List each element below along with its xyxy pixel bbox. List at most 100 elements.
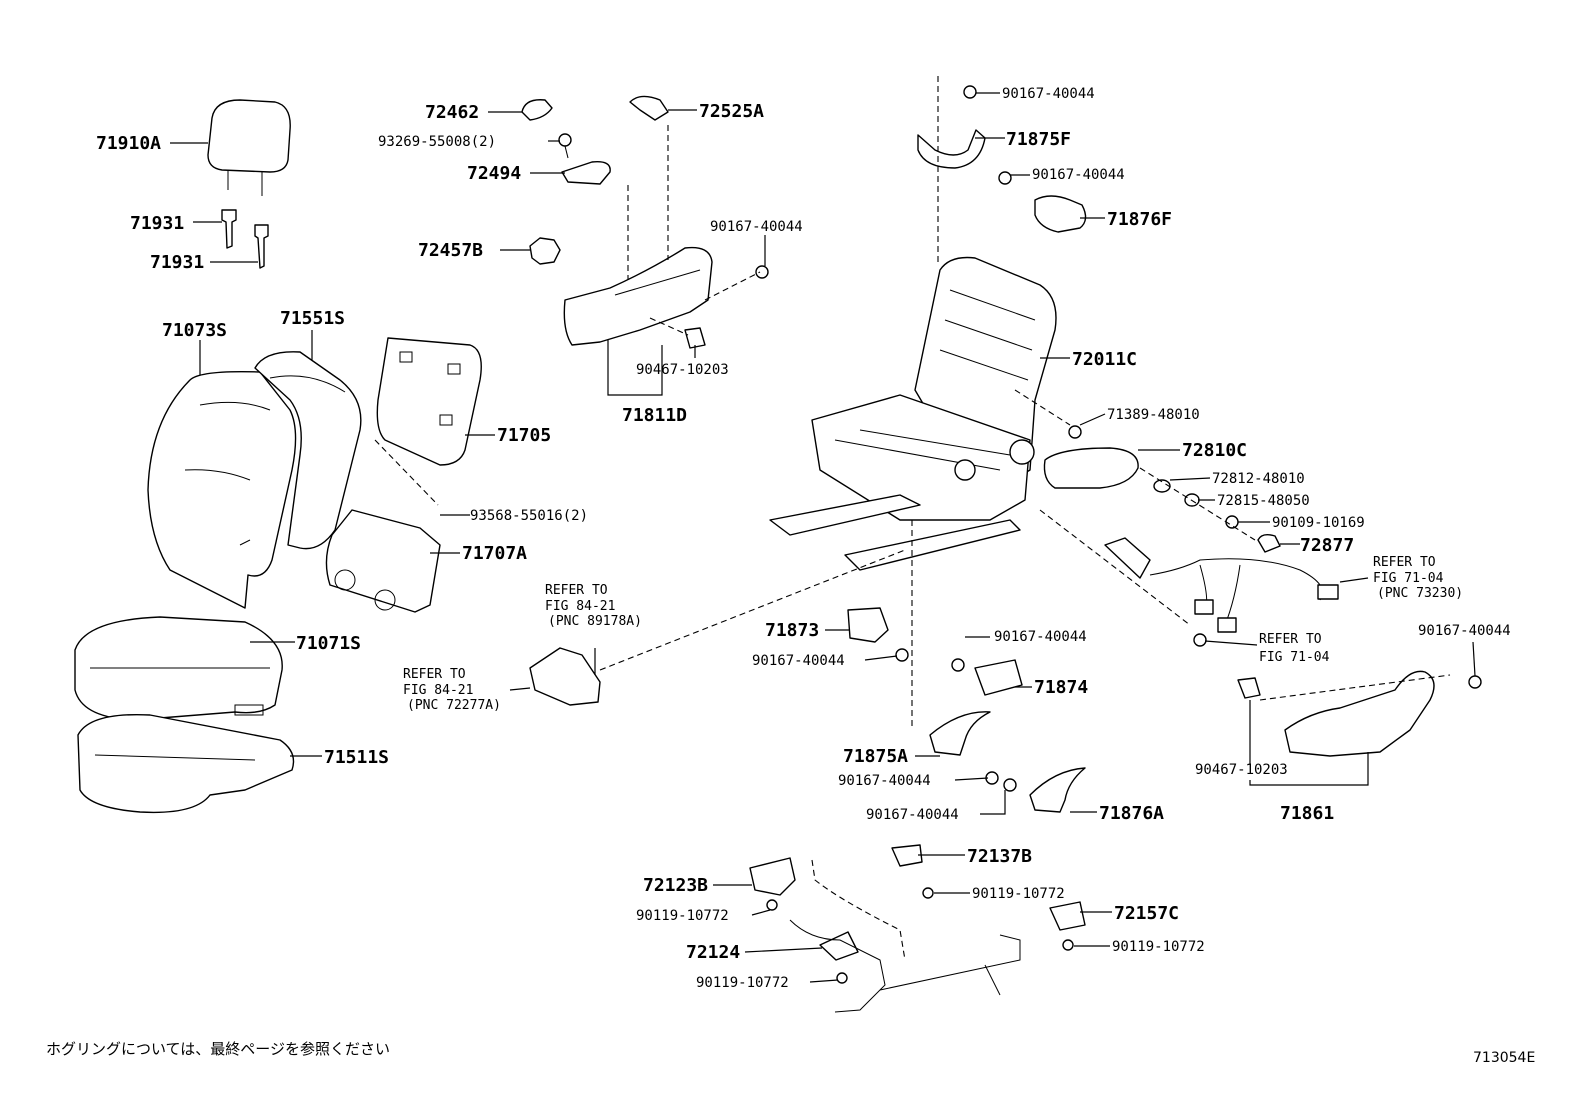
part-label: 90167-40044 [1032, 167, 1125, 183]
part-label: 72494 [467, 163, 521, 184]
cap-72877-part [1257, 533, 1281, 553]
part-label: 71073S [162, 320, 227, 341]
part-label: 90119-10772 [972, 886, 1065, 902]
cover-72462-part [521, 99, 553, 121]
part-label: 71876F [1107, 209, 1172, 230]
knob-72525A-part [629, 95, 669, 121]
part-label: 71910A [96, 133, 161, 154]
part-label: 71705 [497, 425, 551, 446]
headrest-support-part [221, 209, 269, 269]
guide-lines [374, 76, 1451, 730]
refer-line: (PNC 89178A) [548, 614, 642, 629]
part-label: 72877 [1300, 535, 1354, 556]
part-label: 72815-48050 [1217, 493, 1310, 509]
cover-71873-part [847, 607, 889, 643]
bolt-71389-part [1068, 425, 1082, 439]
part-label: 72137B [967, 846, 1032, 867]
leader-lines [170, 92, 1476, 983]
part-label: 72124 [686, 942, 740, 963]
headrest-part [207, 99, 291, 196]
part-label: 93269-55008(2) [378, 134, 496, 150]
refer-line: (PNC 72277A) [407, 698, 501, 713]
rail-cover-72124-part [819, 931, 859, 961]
part-label: 71931 [150, 252, 204, 273]
refer-note-71-04: REFER TO FIG 71-04 [1259, 632, 1330, 665]
part-label: 90467-10203 [1195, 762, 1288, 778]
lever-72494-part [561, 161, 611, 185]
bracket-71876A-part [1029, 767, 1086, 813]
part-label: 90109-10169 [1272, 515, 1365, 531]
part-label: 72812-48010 [1212, 471, 1305, 487]
bracket-71874-part [974, 659, 1023, 696]
part-label: 90167-40044 [1418, 623, 1511, 639]
seatback-lower-board-part [325, 509, 441, 613]
part-label: 72011C [1072, 349, 1137, 370]
part-label: 71511S [324, 747, 389, 768]
part-label: 90167-40044 [838, 773, 931, 789]
hog-ring-footnote: ホグリングについては、最終ページを参照ください [46, 1040, 390, 1058]
cover-71876F-part [1034, 195, 1087, 233]
seatback-board-part [376, 337, 482, 466]
bracket-71875A-part [929, 711, 991, 756]
part-label: 71876A [1099, 803, 1164, 824]
seat-cushion-cover-part [74, 616, 283, 721]
refer-line: REFER TO [1259, 632, 1322, 647]
bolt-90167-side-part [895, 648, 1017, 792]
part-label: 90167-40044 [866, 807, 959, 823]
part-label: 72462 [425, 102, 479, 123]
seatback-pad-part [254, 351, 362, 550]
bolt-90109-part [1225, 515, 1239, 529]
refer-note-89178A: REFER TO FIG 84-21 (PNC 89178A) [545, 583, 642, 629]
part-label: 71931 [130, 213, 184, 234]
part-label: 72525A [699, 101, 764, 122]
part-label: 93568-55016(2) [470, 508, 588, 524]
seatback-cover-part [147, 371, 297, 609]
part-number-labels: 71910A 71931 71931 72462 93269-55008(2) … [96, 86, 1511, 991]
part-label: 90167-40044 [752, 653, 845, 669]
part-label: 71875F [1006, 129, 1071, 150]
part-label: 71811D [622, 405, 687, 426]
cover-71875F-part [917, 129, 986, 169]
connector-89178A-part [529, 647, 601, 706]
side-shield-71811D-part [563, 246, 713, 346]
part-label: 72157C [1114, 903, 1179, 924]
bolt-90167-right-part [1468, 675, 1482, 689]
seat-cushion-pad-part [77, 713, 295, 814]
part-label: 71875A [843, 746, 908, 767]
part-label: 71873 [765, 620, 819, 641]
rail-cover-72123B-part [749, 857, 796, 896]
nut-72457B-part [529, 237, 561, 265]
seat-frame-part [769, 256, 1057, 571]
figure-code: 713054E [1473, 1050, 1535, 1066]
part-label: 71707A [462, 543, 527, 564]
part-label: 90119-10772 [696, 975, 789, 991]
outer-shield-71861-part [1284, 670, 1435, 757]
refer-line: FIG 84-21 [403, 683, 473, 698]
rail-cover-72157C-part [1049, 901, 1086, 931]
part-label: 90167-40044 [1002, 86, 1095, 102]
part-label: 71551S [280, 308, 345, 329]
part-label: 71861 [1280, 803, 1334, 824]
refer-line: (PNC 73230) [1377, 586, 1463, 601]
part-label: 72457B [418, 240, 483, 261]
part-label: 71389-48010 [1107, 407, 1200, 423]
clip-90467-part [684, 327, 706, 349]
washer-72812-part [1153, 479, 1171, 493]
refer-line: REFER TO [403, 667, 466, 682]
refer-line: REFER TO [545, 583, 608, 598]
part-label: 90167-40044 [994, 629, 1087, 645]
part-label: 90467-10203 [636, 362, 729, 378]
part-label: 71071S [296, 633, 361, 654]
refer-note-72277A: REFER TO FIG 84-21 (PNC 72277A) [403, 667, 501, 713]
refer-line: REFER TO [1373, 555, 1436, 570]
refer-line: FIG 71-04 [1373, 571, 1444, 586]
part-label: 90167-40044 [710, 219, 803, 235]
bolt-90167-upper-part [755, 265, 769, 279]
clip-90467-right-part [1237, 677, 1261, 699]
floor-outline [789, 859, 1021, 1013]
armrest-part [1043, 447, 1139, 489]
part-label: 90119-10772 [636, 908, 729, 924]
part-label: 90119-10772 [1112, 939, 1205, 955]
